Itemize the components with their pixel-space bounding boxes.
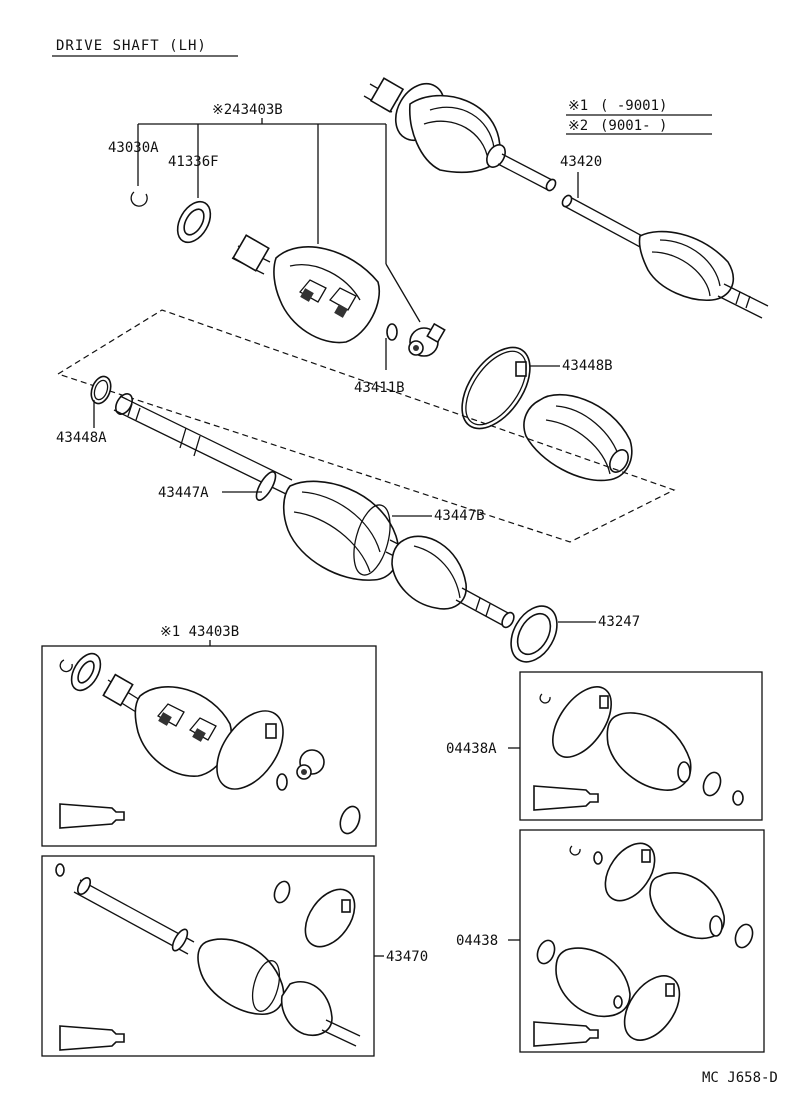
label-43420: 43420 [560, 154, 602, 170]
kit-43470-parts [55, 863, 361, 1051]
note-1-text: ( -9001) [600, 98, 667, 114]
label-43448B: 43448B [562, 358, 613, 374]
kit-boundary-dashed [56, 309, 676, 543]
drive-shaft-assembly [113, 393, 515, 629]
inboard-joint-housing [231, 234, 381, 344]
label-43403B-1: ※1 43403B [160, 624, 239, 640]
shaft-43420 [561, 194, 769, 319]
boot-clamp-43448B [461, 346, 531, 430]
tripod-joint [408, 322, 446, 357]
boot-clamp-43448A [90, 375, 112, 405]
kit-43403B-1-parts [59, 652, 361, 835]
bracket-43403B-2 [137, 118, 421, 323]
note-2-text: (9001- ) [600, 118, 667, 134]
kit-04438-parts [533, 842, 754, 1047]
diagram-code: MC J658-D [702, 1070, 778, 1086]
outboard-joint-assembly [363, 77, 557, 192]
note-2-mark: ※2 [568, 118, 588, 134]
label-04438A: 04438A [446, 741, 497, 757]
label-43403B-2: ※243403B [212, 102, 283, 118]
kit-box-04438 [519, 829, 765, 1053]
snap-ring-43030A [130, 191, 148, 207]
label-43447B: 43447B [434, 508, 485, 524]
label-43447A: 43447A [158, 485, 209, 501]
oil-seal-41336F [176, 200, 212, 244]
label-04438: 04438 [456, 933, 498, 949]
dust-deflector-43247 [510, 605, 558, 663]
inboard-boot [523, 393, 633, 482]
kit-box-43403B-1 [41, 645, 377, 847]
notes-legend: ※1 ( -9001) ※2 (9001- ) [566, 98, 712, 135]
label-43247: 43247 [598, 614, 640, 630]
label-41336F: 41336F [168, 154, 219, 170]
label-43030A: 43030A [108, 140, 159, 156]
label-43448A: 43448A [56, 430, 107, 446]
label-43411B: 43411B [354, 380, 405, 396]
note-1-mark: ※1 [568, 98, 588, 114]
snap-ring-43411B [386, 323, 398, 341]
kit-04438A-parts [533, 686, 744, 811]
kit-box-04438A [519, 671, 763, 821]
diagram-title: DRIVE SHAFT (LH) [56, 38, 207, 54]
label-43470: 43470 [386, 949, 428, 965]
